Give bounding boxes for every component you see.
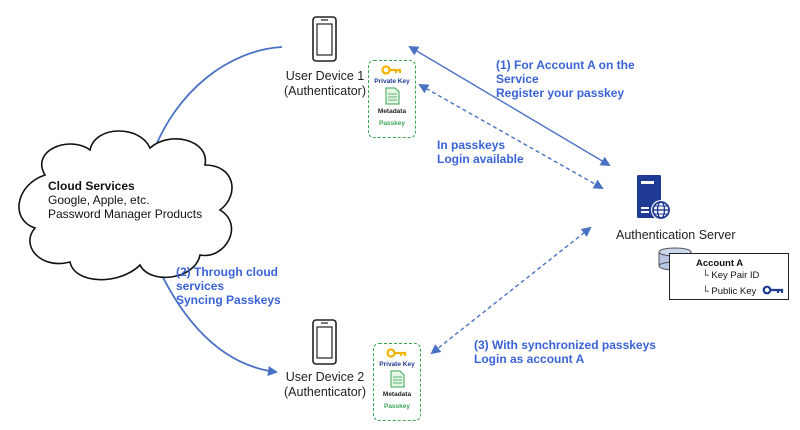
step1-label: (1) For Account A on the Service Registe… (496, 58, 635, 100)
passkey-label: Passkey (378, 120, 406, 127)
device1-label: User Device 1 (Authenticator) (280, 69, 370, 99)
server-icon (637, 175, 671, 220)
cloud-services-label: Cloud Services Google, Apple, etc. Passw… (48, 179, 202, 221)
private-key-label: Private Key (374, 78, 410, 85)
step3-line2: Login as account A (474, 352, 585, 366)
key-pair-id: └ Key Pair ID (702, 270, 760, 281)
step2-line3: Syncing Passkeys (176, 293, 281, 307)
passkey-label: Passkey (383, 403, 411, 410)
login-available-label: In passkeys Login available (437, 138, 524, 166)
public-key-label: └ Public Key (702, 286, 757, 297)
document-icon (385, 87, 400, 105)
account-title: Account A (696, 258, 744, 269)
metadata-label: Metadata (382, 391, 412, 398)
step2-line1: (2) Through cloud (176, 265, 278, 279)
device1-name: User Device 1 (285, 69, 365, 83)
device2-role: (Authenticator) (284, 385, 366, 399)
document-icon (390, 370, 405, 388)
device2-label: User Device 2 (Authenticator) (280, 370, 370, 400)
login-line1: In passkeys (437, 138, 506, 152)
device2-name: User Device 2 (285, 370, 365, 384)
cloud-title: Cloud Services (48, 179, 135, 193)
step3-line1: (3) With synchronized passkeys (474, 338, 656, 352)
private-key-label: Private Key (379, 361, 415, 368)
sync-curve-device1 (150, 46, 283, 159)
cloud-line1: Google, Apple, etc. (48, 193, 150, 207)
phone-icon-device2 (312, 319, 337, 365)
passkey-card-device1: Private Key Metadata Passkey (368, 60, 416, 138)
passkey-card-device2: Private Key Metadata Passkey (373, 343, 421, 421)
key-icon (386, 348, 407, 358)
step2-line2: services (176, 279, 225, 293)
public-key-icon (762, 285, 784, 295)
account-record: Account A └ Key Pair ID └ Public Key (669, 253, 789, 300)
metadata-label: Metadata (377, 108, 407, 115)
login-arrow-device2 (430, 226, 592, 355)
server-label: Authentication Server (616, 228, 736, 242)
step2-label: (2) Through cloud services Syncing Passk… (176, 265, 281, 307)
login-line2: Login available (437, 152, 524, 166)
step1-line2: Service (496, 72, 539, 86)
step1-line1: (1) For Account A on the (496, 58, 635, 72)
device1-role: (Authenticator) (284, 84, 366, 98)
cloud-line2: Password Manager Products (48, 207, 203, 221)
step1-line3: Register your passkey (496, 86, 625, 100)
key-icon (381, 65, 402, 75)
phone-icon-device1 (312, 16, 337, 62)
login-arrow-device1 (418, 84, 604, 189)
step3-label: (3) With synchronized passkeys Login as … (474, 338, 656, 366)
public-key-row: └ Public Key (696, 282, 788, 298)
cloud-icon (18, 130, 233, 281)
